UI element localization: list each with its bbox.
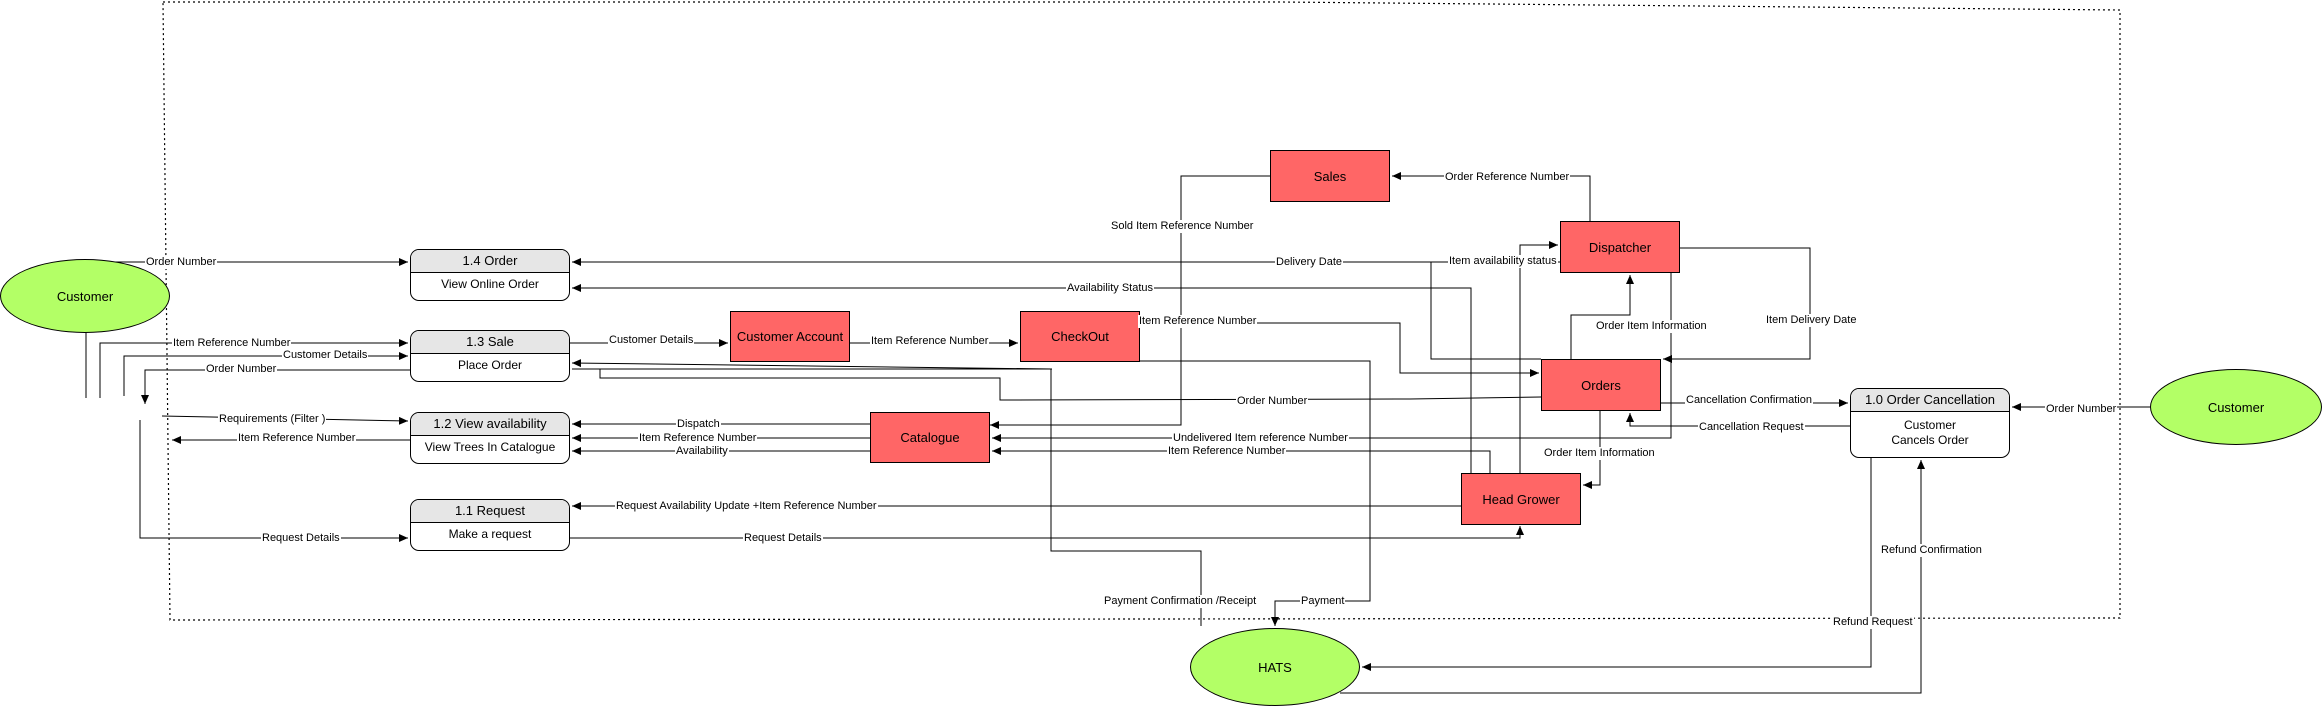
process-view-availability-text: View Trees In Catalogue xyxy=(424,440,556,454)
flow-label-item-ref-headgrower: Item Reference Number xyxy=(1167,445,1287,458)
flow-label-item-ref-sale: Item Reference Number xyxy=(172,337,292,350)
customer-right-label: Customer xyxy=(2207,399,2265,415)
flow-label-cancellation-confirmation: Cancellation Confirmation xyxy=(1685,394,1813,407)
flow-label-sold-item-ref: Sold Item Reference Number xyxy=(1110,220,1255,233)
flow-label-item-ref-back: Item Reference Number xyxy=(237,432,357,445)
flow-label-payment: Payment xyxy=(1300,595,1346,608)
dispatcher-label: Dispatcher xyxy=(1588,239,1652,255)
dispatcher-box[interactable]: Dispatcher xyxy=(1560,221,1680,273)
flow-orders-order-number xyxy=(572,368,1542,401)
flow-sale-order-number-back xyxy=(141,369,410,404)
flow-label-refund-confirmation: Refund Confirmation xyxy=(1880,544,1983,557)
flow-label-customer-details-sale: Customer Details xyxy=(282,349,369,362)
flow-item-delivery-date xyxy=(1663,247,1811,363)
flow-refund-request xyxy=(1362,458,1872,671)
flow-label-undelivered-item-ref: Undelivered Item reference Number xyxy=(1172,432,1349,445)
customer-left-entity[interactable]: Customer xyxy=(0,259,170,333)
flow-sold-item-ref xyxy=(990,175,1270,429)
flow-label-item-ref-catalogue: Item Reference Number xyxy=(638,432,758,445)
flow-label-availability-status: Availability Status xyxy=(1066,282,1155,295)
process-order-id: 1.4 Order xyxy=(411,250,569,273)
orders-box[interactable]: Orders xyxy=(1541,359,1661,411)
process-sale-id: 1.3 Sale xyxy=(411,331,569,354)
system-boundary xyxy=(162,1,2121,621)
flow-checkout-to-hats-payment xyxy=(1140,360,1371,626)
customer-account-label: Customer Account xyxy=(736,329,844,344)
flow-label-request-details-right: Request Details xyxy=(743,532,823,545)
process-request-id: 1.1 Request xyxy=(411,500,569,523)
flow-label-order-number-right: Order Number xyxy=(2045,403,2118,416)
flow-label-order-item-info-up: Order Item Information xyxy=(1595,320,1708,333)
flow-label-cancellation-request: Cancellation Request xyxy=(1698,421,1805,434)
flow-refund-confirmation xyxy=(1340,460,1925,694)
catalogue-label: Catalogue xyxy=(900,430,960,445)
flow-label-order-item-info-down: Order Item Information xyxy=(1543,447,1656,460)
flow-payment-confirmation xyxy=(571,359,1202,626)
flow-orders-to-headgrower xyxy=(1583,411,1601,489)
head-grower-label: Head Grower xyxy=(1482,491,1560,507)
flow-label-request-details-left: Request Details xyxy=(261,532,341,545)
process-sale-text: Place Order xyxy=(457,358,523,372)
flow-label-delivery-date: Delivery Date xyxy=(1275,256,1344,269)
flow-label-item-ref-checkout: Item Reference Number xyxy=(870,335,990,348)
sales-box[interactable]: Sales xyxy=(1270,150,1390,202)
head-grower-box[interactable]: Head Grower xyxy=(1461,473,1581,525)
process-order-cancellation-id: 1.0 Order Cancellation xyxy=(1851,389,2009,412)
checkout-box[interactable]: CheckOut xyxy=(1020,311,1140,362)
flow-dispatcher-delivery-orders xyxy=(1430,262,1541,360)
flow-label-item-ref-orders: Item Reference Number xyxy=(1138,315,1258,328)
flow-label-request-availability-update: Request Availability Update +Item Refere… xyxy=(615,500,878,513)
flow-item-ref-to-orders xyxy=(1140,322,1539,377)
customer-left-label: Customer xyxy=(56,288,114,304)
orders-label: Orders xyxy=(1581,377,1621,393)
flow-headgrower-item-ref xyxy=(992,447,1491,473)
process-view-availability[interactable]: 1.2 View availability View Trees In Cata… xyxy=(410,412,570,464)
flow-label-refund-request: Refund Request xyxy=(1832,616,1914,629)
flow-label-requirements-filter: Requirements (Filter ) xyxy=(218,413,327,426)
sales-label: Sales xyxy=(1313,168,1347,184)
flow-label-order-number-top: Order Number xyxy=(145,256,218,269)
process-sale[interactable]: 1.3 Sale Place Order xyxy=(410,330,570,382)
customer-account-box[interactable]: Customer Account xyxy=(730,311,850,362)
process-view-availability-id: 1.2 View availability xyxy=(411,413,569,436)
flow-item-ref-to-sale xyxy=(99,339,408,398)
flow-cust-details-to-sale xyxy=(123,352,408,396)
flow-label-item-availability-status: Item availability status xyxy=(1448,255,1558,268)
flow-availability-status xyxy=(572,284,1472,473)
hats-entity[interactable]: HATS xyxy=(1190,628,1360,706)
flow-request-details-right xyxy=(570,526,1524,539)
hats-label: HATS xyxy=(1258,659,1292,675)
process-order-cancellation[interactable]: 1.0 Order Cancellation Customer Cancels … xyxy=(1850,388,2010,458)
process-request-text: Make a request xyxy=(448,527,532,541)
process-request[interactable]: 1.1 Request Make a request xyxy=(410,499,570,551)
catalogue-box[interactable]: Catalogue xyxy=(870,412,990,463)
process-order-cancellation-line1: Customer xyxy=(1903,418,1956,432)
flow-label-order-reference-number: Order Reference Number xyxy=(1444,171,1571,184)
flow-label-customer-details-account: Customer Details xyxy=(608,334,695,347)
flow-label-payment-confirmation: Payment Confirmation /Receipt xyxy=(1103,595,1258,608)
checkout-label: CheckOut xyxy=(1051,329,1109,344)
flow-label-availability: Availability xyxy=(675,445,729,458)
flow-orders-to-dispatcher xyxy=(1570,275,1634,359)
process-order[interactable]: 1.4 Order View Online Order xyxy=(410,249,570,301)
flow-label-dispatch: Dispatch xyxy=(676,418,721,431)
customer-right-entity[interactable]: Customer xyxy=(2150,369,2322,445)
process-order-cancellation-line2: Cancels Order xyxy=(1891,433,1969,447)
flow-label-order-number-orders: Order Number xyxy=(1236,395,1309,408)
flow-label-order-number-back: Order Number xyxy=(205,363,278,376)
flow-label-item-delivery-date: Item Delivery Date xyxy=(1765,314,1858,327)
process-order-text: View Online Order xyxy=(441,277,539,291)
